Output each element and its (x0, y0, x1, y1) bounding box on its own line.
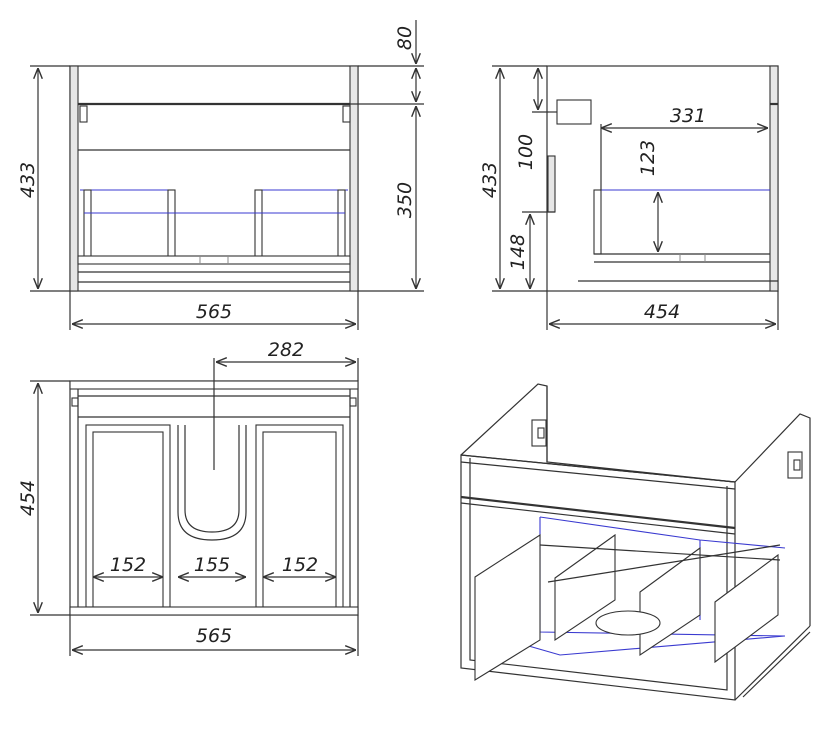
front-width-label: 565 (196, 301, 232, 323)
drawer-inner-label: 123 (637, 140, 659, 176)
side-view: 433 100 148 331 123 454 (479, 65, 779, 330)
drawer-depth-label: 331 (670, 105, 706, 127)
plan-width-label: 565 (196, 625, 232, 647)
front-height-label: 433 (17, 162, 39, 198)
middle-bay-label: 155 (194, 554, 230, 576)
mount-height-label: 100 (515, 134, 537, 170)
plan-view: 282 454 152 155 152 565 (17, 339, 359, 656)
drawer-height-label: 350 (394, 182, 416, 218)
isometric-view (460, 383, 811, 701)
side-depth-label: 454 (644, 301, 680, 323)
right-bay-label: 152 (282, 554, 318, 576)
top-gap-label: 80 (394, 26, 416, 50)
center-offset-label: 282 (268, 339, 304, 361)
bottom-offset-label: 148 (507, 234, 529, 270)
left-bay-label: 152 (110, 554, 146, 576)
plan-depth-label: 454 (17, 480, 39, 516)
front-view: 433 565 80 350 (17, 20, 424, 330)
side-height-label: 433 (479, 162, 501, 198)
